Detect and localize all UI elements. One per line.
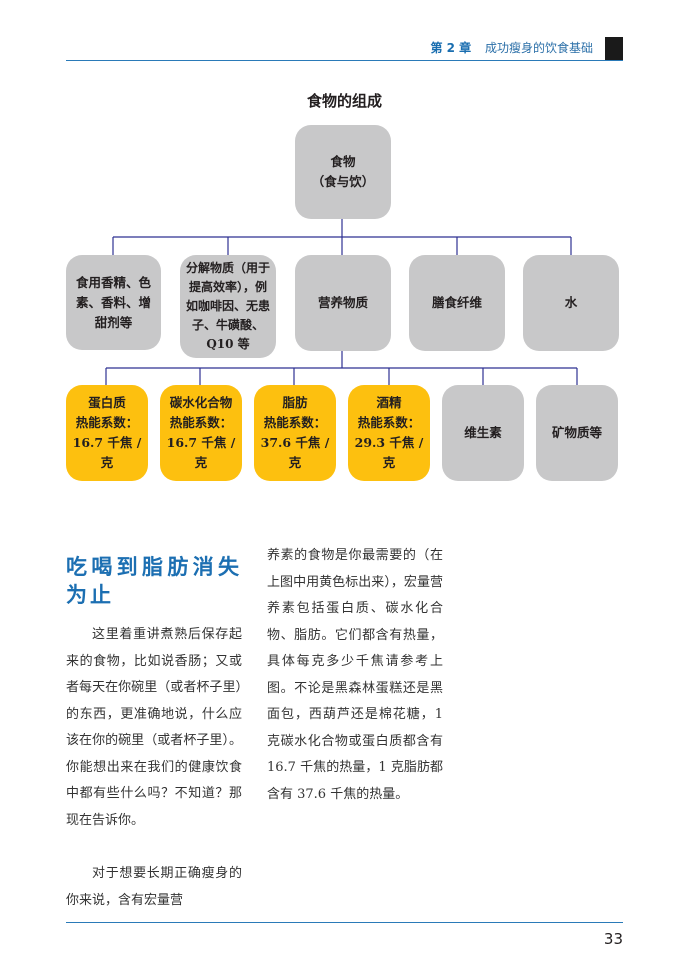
chapter-label: 第 2 章 xyxy=(430,41,472,55)
node-alcohol: 酒精 热能系数： 29.3 千焦 / 克 xyxy=(348,385,430,481)
section-heading: 吃喝到脂肪消失为止 xyxy=(66,554,242,607)
node-decomposers: 分解物质（用于提高效率），例如咖啡因、无患子、牛磺酸、Q10 等 xyxy=(180,255,276,358)
header-block xyxy=(605,37,623,60)
body-paragraph-1: 这里着重讲煮熟后保存起来的食物，比如说香肠；又或者每天在你碗里（或者杯子里）的东… xyxy=(66,627,242,828)
diagram-title: 食物的组成 xyxy=(306,92,382,110)
node-protein: 蛋白质 热能系数： 16.7 千焦 / 克 xyxy=(66,385,148,481)
chapter-title: 成功瘦身的饮食基础 xyxy=(484,41,593,55)
body-paragraph-2: 对于想要长期正确瘦身的你来说，含有宏量营 xyxy=(66,866,242,908)
node-minerals: 矿物质等 xyxy=(536,385,618,481)
node-additives: 食用香精、色素、香料、增甜剂等 xyxy=(66,255,161,350)
footer-rule xyxy=(66,922,623,923)
header-rule xyxy=(66,60,623,61)
header-text: 第 2 章 成功瘦身的饮食基础 xyxy=(430,39,593,56)
body-paragraph-3: 养素的食物是你最需要的（在上图中用黄色标出来），宏量营养素包括蛋白质、碳水化合物… xyxy=(267,548,443,802)
node-fiber: 膳食纤维 xyxy=(409,255,505,351)
node-nutrients: 营养物质 xyxy=(295,255,391,351)
page-number: 33 xyxy=(603,930,623,948)
running-header: 第 2 章 成功瘦身的饮食基础 xyxy=(0,0,689,62)
node-carbohydrate: 碳水化合物 热能系数： 16.7 千焦 / 克 xyxy=(160,385,242,481)
node-fat: 脂肪 热能系数： 37.6 千焦 / 克 xyxy=(254,385,336,481)
node-water: 水 xyxy=(523,255,619,351)
node-food: 食物 （食与饮） xyxy=(295,125,391,219)
node-vitamins: 维生素 xyxy=(442,385,524,481)
